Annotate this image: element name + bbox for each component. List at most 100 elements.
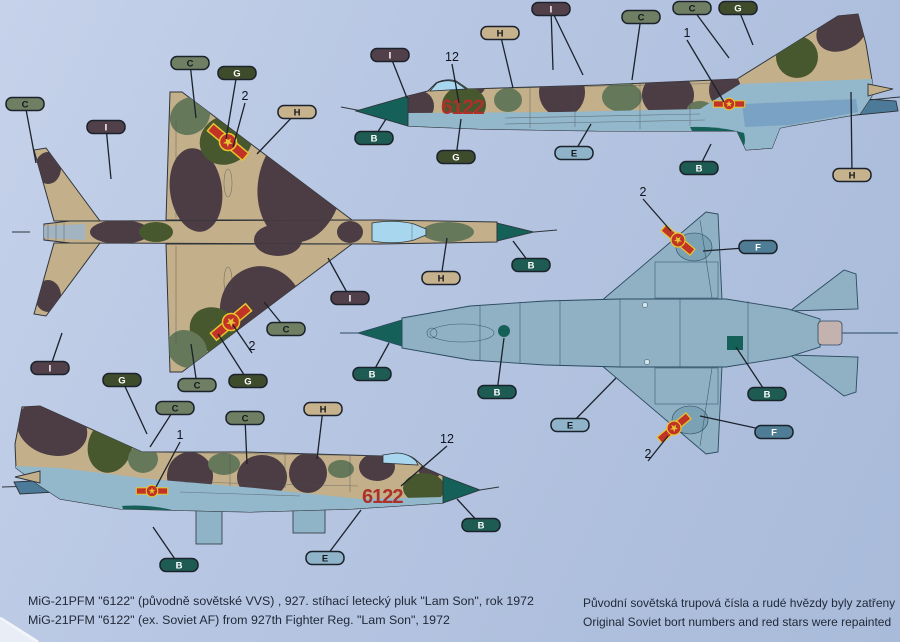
decal-number-callout: 12	[445, 50, 460, 104]
radome	[496, 222, 535, 242]
decal-number-text: 2	[640, 185, 647, 199]
paint-code-label-C: C	[263, 301, 306, 337]
bottom-view	[340, 211, 898, 455]
paint-code-label-G: G	[217, 65, 257, 140]
paint-chip-medium-green	[155, 400, 195, 416]
caption-left: MiG-21PFM "6122" (původně sovětské VVS) …	[28, 592, 534, 630]
paint-code-label-G: G	[718, 0, 758, 46]
paint-chip-tan	[277, 104, 317, 120]
paint-code-letter: B	[371, 133, 378, 144]
decal-number-text: 2	[249, 339, 256, 353]
paint-code-letter: G	[233, 68, 240, 79]
paint-code-letter: E	[567, 420, 573, 431]
caption-note-english: Original Soviet bort numbers and red sta…	[583, 615, 892, 629]
decal-number-callout: 2	[640, 185, 672, 232]
paint-chip-dark-green	[217, 65, 257, 81]
paint-code-letter: B	[176, 560, 183, 571]
paint-code-label-B: B	[511, 240, 551, 273]
caption-note-czech: Původní sovětská trupová čísla a rudé hv…	[583, 596, 896, 610]
paint-code-label-C: C	[225, 410, 265, 465]
paint-chip-steel-blue	[738, 239, 778, 255]
caption-czech: MiG-21PFM "6122" (původně sovětské VVS) …	[28, 594, 534, 608]
paint-code-label-B: B	[679, 143, 719, 176]
paint-chip-tan	[832, 167, 872, 183]
paint-chip-dark-teal	[354, 130, 394, 146]
paint-chip-light-blue-grey	[305, 550, 345, 566]
paint-code-letter: F	[755, 242, 761, 253]
canopy	[382, 452, 419, 466]
paint-chip-dark-green	[718, 0, 758, 16]
paint-code-label-B: B	[477, 337, 517, 400]
paint-chip-tan	[480, 25, 520, 41]
paint-chip-steel-blue	[754, 424, 794, 440]
paint-code-label-H: H	[832, 91, 872, 183]
paint-code-label-C: C	[177, 343, 217, 393]
paint-code-label-H: H	[256, 104, 317, 155]
paint-code-label-I: I	[327, 257, 370, 306]
canopy	[371, 220, 427, 244]
paint-code-letter: G	[118, 375, 125, 386]
paint-code-letter: G	[452, 152, 459, 163]
paint-code-label-F: F	[699, 415, 794, 440]
paint-code-letter: B	[696, 163, 703, 174]
paint-chip-violet-brown	[370, 47, 410, 63]
decal-number-callout: 2	[232, 89, 249, 148]
paint-code-letter: I	[389, 50, 392, 61]
decal-number-callout: 12	[400, 432, 454, 487]
paint-code-label-E: E	[554, 123, 594, 161]
paint-code-label-B: B	[152, 526, 199, 573]
decal-number-text: 12	[445, 50, 459, 64]
decal-number-callout: 2	[232, 324, 256, 354]
decal-number-text: 1	[177, 428, 184, 442]
paint-code-letter: I	[49, 363, 52, 374]
paint-code-letter: H	[320, 404, 327, 415]
decal-number-text: 2	[242, 89, 249, 103]
paint-chip-dark-teal	[747, 386, 787, 402]
bort-number-text: 6122	[441, 96, 484, 119]
paint-code-letter: C	[187, 58, 194, 69]
paint-code-letter: C	[283, 324, 290, 335]
paint-chip-medium-green	[170, 55, 210, 71]
paint-chip-medium-green	[621, 9, 661, 25]
paint-code-letter: B	[764, 389, 771, 400]
paint-code-label-B: B	[735, 346, 787, 402]
paint-code-label-G: G	[436, 118, 476, 165]
paint-code-letter: H	[438, 273, 445, 284]
paint-code-label-C: C	[621, 9, 661, 81]
paint-code-letter: I	[105, 122, 108, 133]
radome	[354, 95, 409, 127]
paint-code-letter: H	[294, 107, 301, 118]
paint-chip-dark-teal	[679, 160, 719, 176]
paint-code-label-H: H	[480, 25, 520, 89]
paint-code-letter: C	[172, 403, 179, 414]
paint-code-letter: B	[494, 387, 501, 398]
paint-code-label-H: H	[303, 401, 343, 460]
paint-code-letter: F	[771, 427, 777, 438]
paint-code-label-E: E	[550, 377, 617, 433]
paint-code-label-B: B	[352, 342, 392, 382]
radome	[442, 475, 482, 504]
paint-code-label-C: C	[672, 0, 730, 59]
paint-code-label-B: B	[456, 498, 501, 533]
paint-code-letter: E	[571, 148, 577, 159]
decal-number-callout: 1	[684, 26, 725, 103]
paint-chip-light-blue-grey	[554, 145, 594, 161]
paint-code-letter: C	[638, 12, 645, 23]
paint-code-label-H: H	[421, 237, 461, 286]
fuselage-underside	[401, 298, 821, 368]
paint-code-label-C: C	[170, 55, 210, 119]
paint-code-letter: I	[349, 293, 352, 304]
paint-chip-medium-green	[5, 96, 45, 112]
paint-code-letter: G	[734, 3, 741, 14]
paint-chip-dark-teal	[477, 384, 517, 400]
side-view-upper: 6122	[340, 13, 900, 151]
paint-code-letter: C	[194, 380, 201, 391]
paint-chip-medium-green	[672, 0, 712, 16]
radome	[356, 319, 403, 347]
paint-code-letter: C	[689, 3, 696, 14]
bort-number-text: 6122	[362, 486, 403, 508]
paint-chip-medium-green	[177, 377, 217, 393]
caption-english: MiG-21PFM "6122" (ex. Soviet AF) from 92…	[28, 613, 450, 627]
paint-code-label-I: I	[531, 1, 584, 76]
